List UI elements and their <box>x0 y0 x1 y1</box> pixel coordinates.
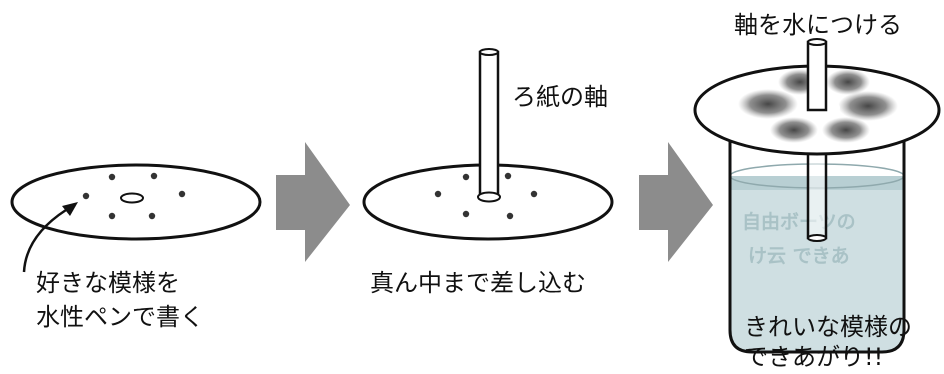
step1-caption-line-1: 好きな模様を <box>36 269 180 297</box>
step2-caption: 真ん中まで差し込む <box>370 269 586 297</box>
right-arrow-icon <box>276 142 350 262</box>
step1-caption-line-2: 水性ペンで書く <box>36 303 204 331</box>
watermark-line-2: け云 できあ <box>748 245 850 267</box>
beaker-assembly: 自由ボーツの け云 できあ <box>693 38 941 354</box>
filter-paper-step2 <box>362 48 614 241</box>
axis-label: ろ紙の軸 <box>512 83 608 111</box>
step3-caption-line-2: できあがり!! <box>744 343 884 371</box>
step3-top-caption: 軸を水につける <box>734 11 902 39</box>
step3-caption-line-1: きれいな模様の <box>744 313 912 341</box>
filter-paper-step1 <box>10 163 262 241</box>
watermark-line-1: 自由ボーツの <box>742 210 856 233</box>
curved-pointer-arrow-icon <box>22 202 78 273</box>
right-arrow-icon <box>639 142 713 262</box>
